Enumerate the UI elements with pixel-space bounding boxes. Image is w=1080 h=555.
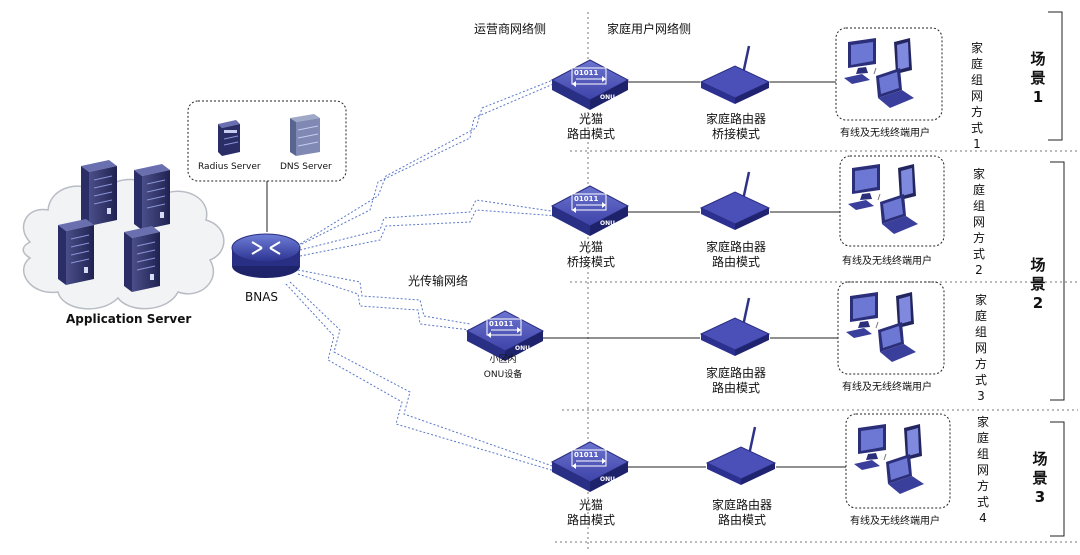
users-label: 有线及无线终端用户 bbox=[842, 382, 932, 393]
home-side-label: 家庭用户网络侧 bbox=[607, 22, 692, 36]
scene-brackets bbox=[1048, 11, 1065, 537]
onu-badge: ONU bbox=[515, 345, 530, 352]
radius-server-icon bbox=[218, 120, 240, 156]
home-router-icon bbox=[705, 425, 777, 487]
onu-badge: ONU bbox=[600, 220, 615, 227]
onu-digits: 01011 bbox=[574, 195, 598, 203]
optical-network-label: 光传输网络 bbox=[408, 274, 469, 288]
router-label: 家庭路由器路由模式 bbox=[705, 366, 766, 395]
row-dividers bbox=[555, 150, 1078, 543]
user-boxes bbox=[835, 27, 951, 509]
user-terminals-icon bbox=[853, 423, 925, 495]
onu-device-icon bbox=[551, 185, 629, 237]
router-label: 家庭路由器桥接模式 bbox=[705, 112, 766, 141]
onu-label: 光猫路由模式 bbox=[567, 498, 616, 527]
device-links bbox=[538, 81, 846, 468]
server-group-box bbox=[187, 100, 347, 182]
cloud-shape bbox=[22, 178, 225, 310]
home-router-icon bbox=[699, 170, 771, 232]
bnas-router-icon bbox=[231, 233, 301, 278]
operator-side-label: 运营商网络侧 bbox=[474, 22, 547, 36]
dns-server-icon bbox=[290, 114, 320, 156]
radius-server-label: Radius Server bbox=[198, 162, 261, 172]
server-rack-icon bbox=[57, 218, 95, 286]
home-router-icon bbox=[699, 296, 771, 358]
server-rack-icon bbox=[133, 163, 171, 231]
optical-links bbox=[285, 77, 559, 473]
server-rack-icon bbox=[123, 225, 161, 293]
dns-server-label: DNS Server bbox=[280, 162, 332, 172]
user-terminals-icon bbox=[845, 291, 917, 363]
onu-digits: 01011 bbox=[489, 320, 513, 328]
application-server-label: Application Server bbox=[66, 312, 192, 326]
onu-device-icon bbox=[551, 59, 629, 111]
home-router-icon bbox=[699, 44, 771, 106]
user-terminals-icon bbox=[843, 37, 915, 109]
onu-badge: ONU bbox=[600, 476, 615, 483]
router-label: 家庭路由器路由模式 bbox=[705, 240, 766, 269]
onu-label: 光猫桥接模式 bbox=[567, 240, 616, 269]
user-terminals-icon bbox=[847, 163, 919, 235]
bnas-label: BNAS bbox=[245, 290, 279, 304]
router-label: 家庭路由器路由模式 bbox=[711, 498, 772, 527]
onu-badge: ONU bbox=[600, 94, 615, 101]
server-rack-icon bbox=[80, 159, 118, 227]
onu-label: 光猫路由模式 bbox=[567, 112, 616, 141]
users-label: 有线及无线终端用户 bbox=[842, 256, 932, 267]
users-label: 有线及无线终端用户 bbox=[850, 516, 940, 527]
onu-device-icon bbox=[551, 441, 629, 493]
users-label: 有线及无线终端用户 bbox=[840, 128, 930, 139]
onu-digits: 01011 bbox=[574, 451, 598, 459]
onu-digits: 01011 bbox=[574, 69, 598, 77]
